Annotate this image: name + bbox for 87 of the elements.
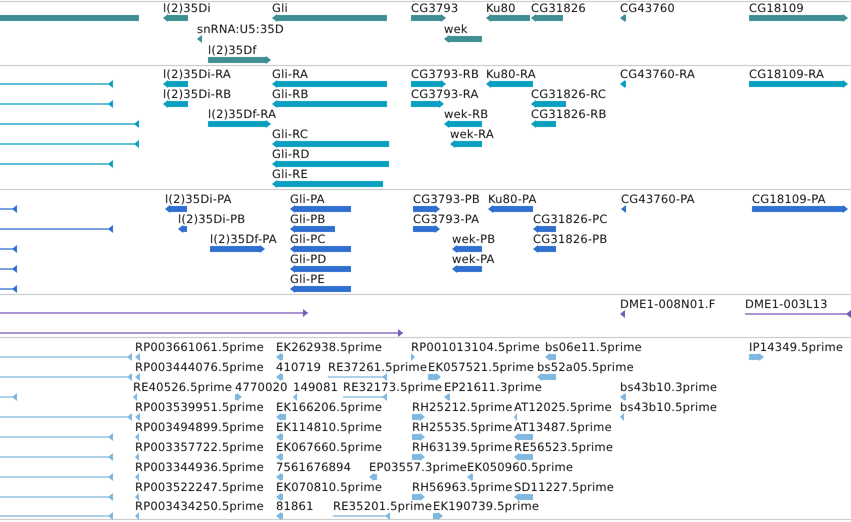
feature-label: CG18109 [749,2,805,14]
feature-label: bs43b10.5prime [620,401,718,413]
feature-label: DME1-003L13 [745,298,829,310]
feature-label: bs52a05.5prime [537,361,634,373]
feature-label: EK114810.5prime [276,421,382,433]
feature-label: wek-RA [450,128,494,140]
feature-label: bs43b10.3prime [620,381,718,393]
feature-label: l(2)35Di-RB [163,88,232,100]
feature-label: Gli-RE [272,168,309,180]
feature-label: EK070810.5prime [276,481,382,493]
feature-label: CG31826-RB [531,108,607,120]
feature-label: Ku80 [486,2,517,14]
feature-label: Gli-PC [290,233,327,245]
feature-label: Gli-RC [272,128,310,140]
feature-label: wek [444,23,469,35]
feature-label: wek-PA [452,253,495,265]
feature-label: 7561676894 [276,461,352,473]
feature-label: Gli-PB [290,213,326,225]
feature-label: EK166206.5prime [276,401,382,413]
feature-label: 81861 [276,500,314,512]
feature-label: RH63139.5prime [412,441,512,453]
feature-label: EK262938.5prime [276,341,382,353]
feature-label: l(2)35Di-RA [163,68,231,80]
feature-label: AT12025.5prime [514,401,612,413]
feature-label: Gli-PA [290,193,326,205]
feature-label: RH25212.5prime [412,401,512,413]
feature-label: bs06e11.5prime [545,341,642,353]
feature-label: CG43760-PA [621,193,695,205]
feature-label: l(2)35Df-PA [210,233,277,245]
feature-label: RE56523.5prime [514,441,614,453]
feature-label: AT13487.5prime [514,421,612,433]
feature-label: RP003444076.5prime [135,361,264,373]
feature-label: CG18109-RA [749,68,826,80]
feature-label: l(2)35Df [208,44,258,56]
feature-label: Ku80-RA [486,68,536,80]
feature-label: CG3793-RA [411,88,479,100]
feature-label: Gli-PD [290,253,328,265]
feature-label: RP003344936.5prime [135,461,264,473]
feature-label: l(2)35Di-PA [165,193,232,205]
feature-label: l(2)35Di-PB [178,213,246,225]
feature-label: RH25535.5prime [412,421,512,433]
feature-label: SD11227.5prime [514,481,614,493]
feature-label: DME1-008N01.F [620,298,716,310]
feature-label: RP001013104.5prime [411,341,540,353]
feature-label: EP21611.3prime [444,381,542,393]
feature-label: 4770020 [235,381,288,393]
feature-label: RE37261.5prime [328,361,428,373]
feature-label: snRNA:U5:35D [197,23,284,35]
feature-label: CG3793-RB [411,68,480,80]
feature-label: l(2)35Di [163,2,211,14]
feature-label: EP03557.3prime [369,461,468,473]
feature-label: RP003539951.5prime [135,401,264,413]
feature-label: l(2)35Df-RA [208,108,276,120]
feature-label: 410719 [276,361,322,373]
feature-label: CG3793 [411,2,458,14]
feature-label: Gli [272,2,289,14]
feature-label: wek-PB [452,233,496,245]
feature-label: Gli-RB [272,88,310,100]
feature-label: IP14349.5prime [749,341,844,353]
feature-label: RP003357722.5prime [135,441,264,453]
feature-label: CG3793-PB [413,193,480,205]
feature-label: CG18109-PA [752,193,827,205]
feature-label: RE32173.5prime [343,381,442,393]
feature-label: RP003494899.5prime [135,421,264,433]
feature-label: wek-RB [444,108,488,120]
feature-label: 149081 [293,381,338,393]
feature-label: CG31826 [531,2,586,14]
feature-label: EK050960.5prime [467,461,574,473]
feature-label: RE35201.5prime [333,500,432,512]
feature-label: CG3793-PA [413,213,480,225]
feature-label: RH56963.5prime [412,481,512,493]
feature-label: Gli-PE [290,273,326,285]
feature-label: CG43760-RA [620,68,696,80]
feature-label: CG43760 [620,2,675,14]
feature-label: RP003522247.5prime [135,481,264,493]
feature-label: EK067660.5prime [276,441,382,453]
feature-label: Gli-RD [272,148,310,160]
feature-label: Gli-RA [272,68,310,80]
feature-label: RP003661061.5prime [135,341,264,353]
feature-label: Ku80-PA [488,193,537,205]
feature-label: CG31826-PC [533,213,608,225]
feature-label: CG31826-RC [531,88,606,100]
feature-label: EK190739.5prime [433,500,540,512]
feature-label: CG31826-PB [533,233,608,245]
feature-label: RP003434250.5prime [135,500,264,512]
feature-label: RE40526.5prime [133,381,232,393]
feature-label: EK057521.5prime [428,361,534,373]
